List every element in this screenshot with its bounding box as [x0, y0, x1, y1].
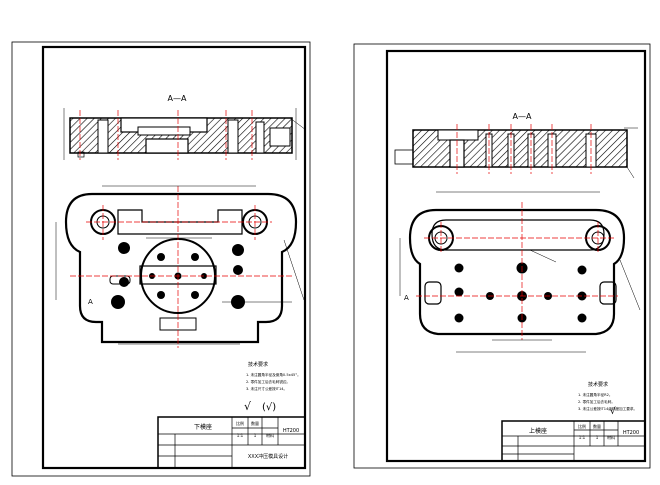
sheet-right-notes: 技术要求 1. 未注圆角半径R2。 2. 零件加工后去毛刺。 3. 未注公差按I… [578, 381, 637, 417]
sheet-right-view-marker: A [404, 294, 409, 302]
sheet-left-note-2: 2. 零件加工后去毛刺锐边。 [246, 379, 290, 384]
sheet-right-title-block: 上模座 比例 数量 1:1 1 材料 HT200 [501, 420, 646, 462]
sheet-left-notes: 技术要求 1. 未注圆角半径及倒角0.5x45°。 2. 零件加工后去毛刺锐边。… [244, 361, 301, 413]
sheet-right-part-name: 上模座 [529, 427, 547, 435]
sheet-left-field-b: 数量 [251, 420, 259, 426]
sheet-left-field-c: 材料 [266, 432, 274, 438]
sheet-right-sheet-count: 1 [596, 435, 599, 440]
sheet-left-plan-view: A [55, 185, 305, 348]
sheet-left-roughness-bracket: (√) [262, 402, 276, 413]
sheet-left-roughness-symbol: √ [244, 400, 252, 413]
sheet-left-field-a: 比例 [236, 420, 244, 426]
sheet-right-roughness-symbol: √ [610, 406, 616, 417]
sheet-right-scale: 1:1 [579, 435, 586, 440]
sheet-right-field-c: 材料 [607, 434, 615, 440]
sheet-left-note-1: 1. 未注圆角半径及倒角0.5x45°。 [246, 372, 301, 377]
sheet-left-material: HT200 [283, 428, 299, 434]
sheet-left-drawing-name: XXX冲压模具设计 [248, 453, 288, 460]
sheet-left-scale: 1:1 [237, 433, 244, 438]
sheet-right-outer-frame [353, 43, 651, 469]
sheet-left-view-marker: A [88, 298, 93, 306]
sheet-right-note-2: 2. 零件加工后去毛刺。 [578, 399, 615, 404]
sheet-left-section-view [63, 108, 307, 160]
sheet-left-section-label: A—A [168, 94, 187, 103]
sheet-left-outer-frame [11, 41, 311, 477]
sheet-left-note-3: 3. 未注尺寸公差按IT14。 [246, 386, 287, 391]
sheet-right-field-b: 数量 [593, 423, 601, 429]
sheet-right: A—A [353, 43, 651, 469]
sheet-left-part-name: 下模座 [194, 423, 212, 431]
sheet-left-title-block: 下模座 比例 数量 1:1 1 材料 HT200 XXX冲压模具设计 [157, 416, 306, 469]
sheet-left-sheet-count: 1 [254, 433, 257, 438]
sheet-left: A—A [11, 41, 311, 477]
sheet-right-section-label: A—A [513, 112, 532, 121]
sheet-right-notes-title: 技术要求 [588, 381, 608, 388]
sheet-right-note-3: 3. 未注公差按IT14级精度加工要求。 [578, 406, 637, 411]
sheet-right-field-a: 比例 [578, 423, 586, 429]
sheet-right-material: HT200 [623, 430, 639, 436]
sheet-left-notes-title: 技术要求 [248, 361, 268, 368]
sheet-right-note-1: 1. 未注圆角半径R2。 [578, 392, 613, 397]
sheet-right-section-view [394, 124, 638, 179]
sheet-right-plan-view: A [399, 191, 641, 353]
